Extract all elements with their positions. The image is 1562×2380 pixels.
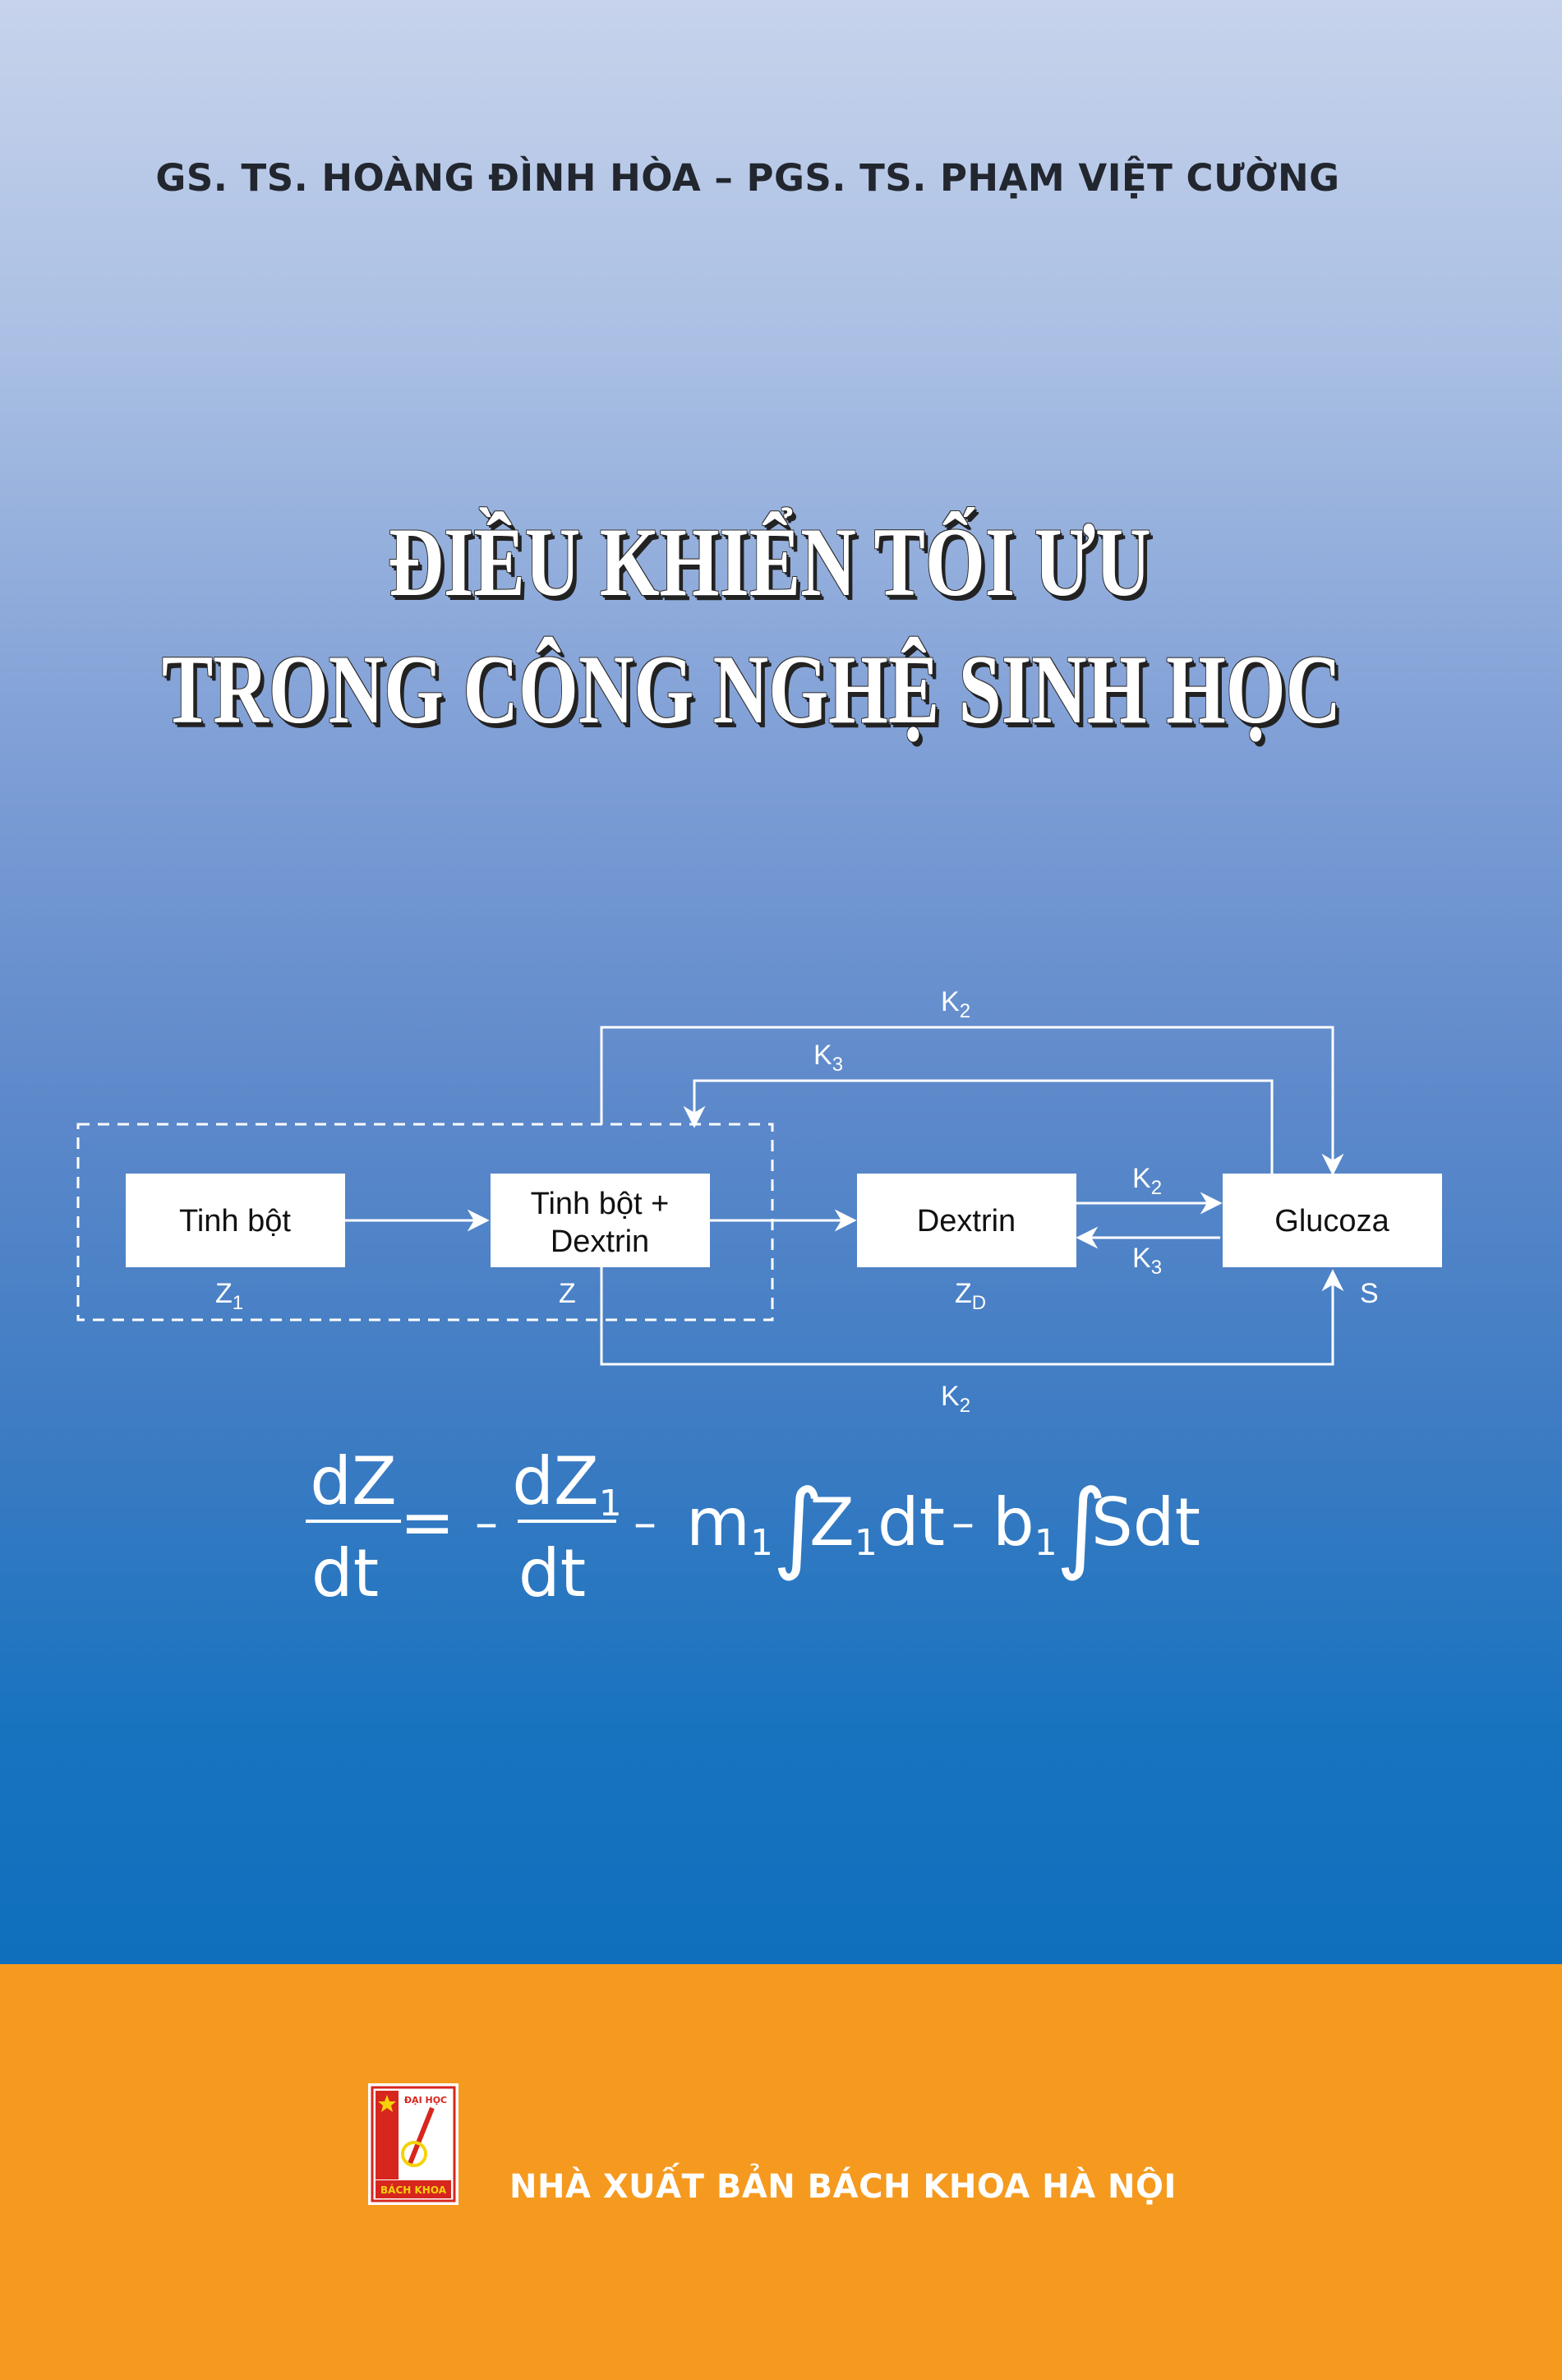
eq-lhs-numerator: dZ [310, 1443, 397, 1520]
eq-z-term: Z1dt [809, 1484, 945, 1564]
star-icon [378, 2095, 396, 2112]
box-dextrin [857, 1174, 1076, 1267]
eq-minus-3: – [951, 1497, 975, 1550]
orange-footer-panel [0, 1964, 1562, 2380]
book-title-line-2: TRONG CÔNG NGHỆ SINH HỌC [161, 634, 1342, 744]
box-glucoza-label: Glucoza [1274, 1204, 1389, 1238]
label-k2-mid: K2 [1132, 1163, 1162, 1199]
arrow-k3-top [683, 1079, 1274, 1174]
eq-minus-2: – [634, 1497, 657, 1550]
label-k2-bottom: K2 [941, 1381, 970, 1417]
arrow-k2-bottom [600, 1267, 1344, 1366]
label-z: Z [559, 1278, 576, 1309]
eq-rhs-numerator: dZ1 [512, 1443, 622, 1524]
publisher-name: NHÀ XUẤT BẢN BÁCH KHOA HÀ NỘI [509, 2168, 1177, 2206]
eq-minus-1: – [475, 1497, 498, 1550]
eq-m-term: m1 [686, 1484, 773, 1564]
box-dextrin-label: Dextrin [917, 1204, 1016, 1238]
bach-khoa-logo: ĐẠI HỌC BÁCH KHOA [368, 2083, 458, 2205]
eq-b-term: b1 [993, 1484, 1057, 1564]
box-glucoza [1223, 1174, 1442, 1267]
blue-gradient-panel [0, 0, 1562, 1964]
eq-integral-2: ∫ [1056, 1469, 1108, 1584]
label-k3-top: K3 [813, 1040, 843, 1076]
logo-bottom-text: BÁCH KHOA [380, 2184, 447, 2196]
logo-top-text: ĐẠI HỌC [404, 2095, 447, 2106]
eq-rhs-denominator: dt [518, 1535, 586, 1612]
label-z1: Z1 [215, 1278, 243, 1314]
book-title-line-1: ĐIỀU KHIỂN TỐI ƯU [388, 507, 1151, 616]
label-k3-mid: K3 [1132, 1243, 1162, 1279]
eq-integral-1: ∫ [772, 1469, 824, 1584]
box-tinh-bot [126, 1174, 345, 1267]
box-mix-label-2: Dextrin [551, 1225, 649, 1259]
dashed-group-frame [76, 1123, 774, 1321]
kinetic-equation: dZ dt = – dZ1 dt – m1 ∫ Z1dt – b1 ∫ Sdt [306, 1443, 1200, 1612]
box-tinh-bot-label: Tinh bột [179, 1204, 291, 1238]
process-diagram: Tinh bột Tinh bột + Dextrin Dextrin Gluc… [76, 986, 1442, 1417]
box-mix-label-1: Tinh bột + [531, 1187, 670, 1221]
arrow-k2-top [600, 1026, 1344, 1176]
label-k2-top: K2 [941, 986, 970, 1022]
label-zd: ZD [955, 1278, 986, 1314]
label-s: S [1360, 1278, 1379, 1309]
box-tinh-bot-dextrin [491, 1174, 710, 1267]
authors: GS. TS. HOÀNG ĐÌNH HÒA – PGS. TS. PHẠM V… [155, 156, 1340, 200]
eq-equals: = [399, 1484, 454, 1561]
eq-lhs-denominator: dt [311, 1535, 379, 1612]
eq-sdt-term: Sdt [1091, 1484, 1200, 1561]
